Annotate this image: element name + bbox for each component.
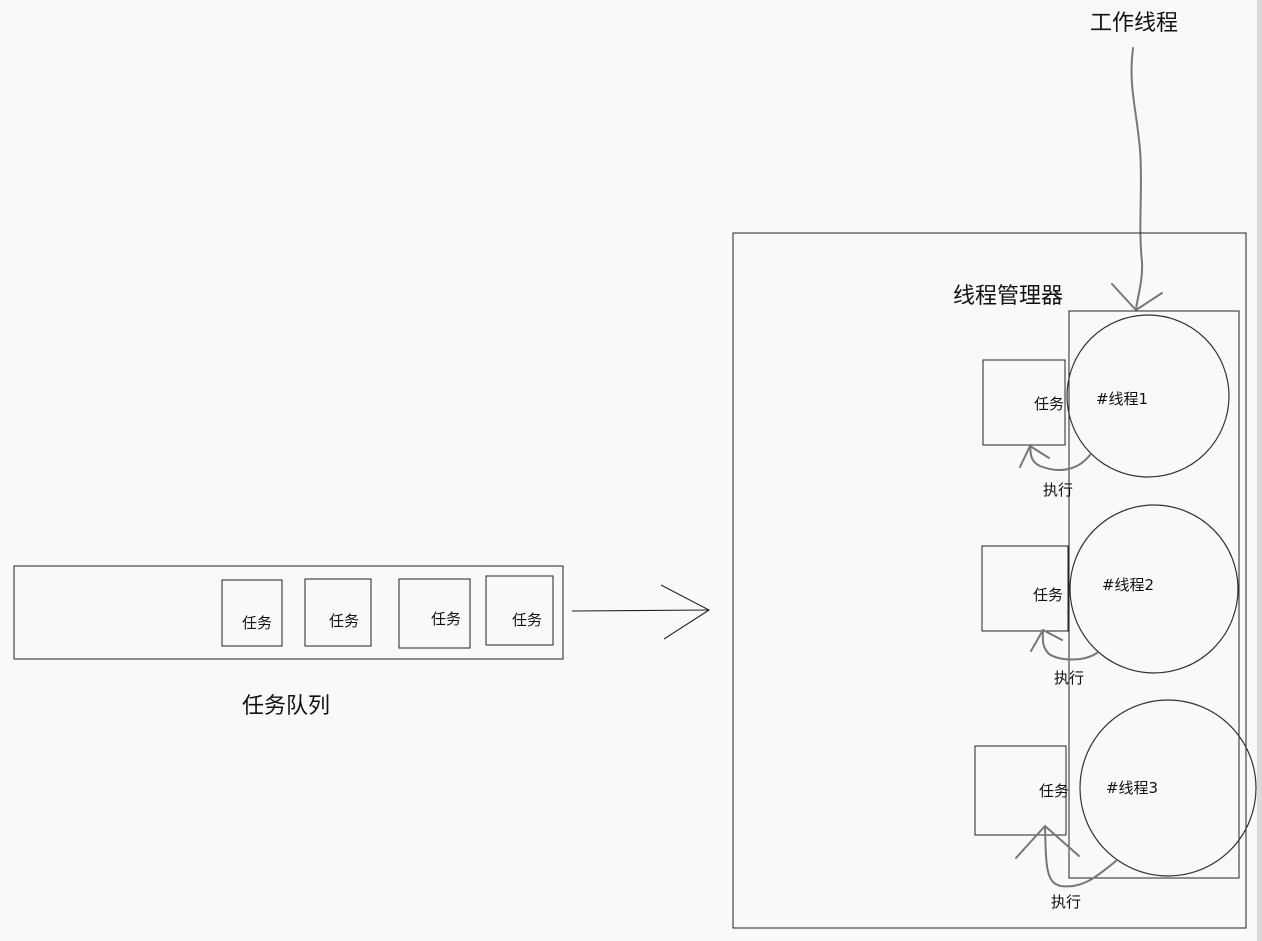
thread-2-circle <box>1069 504 1239 674</box>
thread-manager-label: 线程管理器 <box>953 284 1063 309</box>
thread-3-execute-label: 执行 <box>1051 893 1081 911</box>
queue-task-label-4: 任务 <box>512 611 542 629</box>
thread-3-execute-arrow <box>1044 825 1117 888</box>
thread-1-task-box <box>982 359 1066 446</box>
thread-1-execute-label: 执行 <box>1043 481 1073 499</box>
queue-task-box-1 <box>221 579 283 647</box>
queue-task-label-1: 任务 <box>242 614 272 632</box>
worker-thread-arrowhead-right <box>1135 292 1163 311</box>
worker-thread-arrow <box>1130 47 1144 310</box>
thread-2-execute-arrow <box>1041 629 1098 661</box>
queue-task-label-2: 任务 <box>329 612 359 630</box>
thread-2-execute-label: 执行 <box>1054 669 1084 687</box>
thread-2-execute-arrowhead <box>1030 629 1063 652</box>
thread-3-execute-arrowhead <box>1015 825 1080 859</box>
thread-1-execute-arrowhead <box>1019 445 1050 468</box>
thread-3-task-label: 任务 <box>1039 782 1069 800</box>
thread-1-circle <box>1066 314 1230 478</box>
task-queue-container <box>13 565 564 660</box>
queue-task-box-4 <box>485 575 554 646</box>
right-edge-strip <box>1257 0 1262 941</box>
thread-manager-container <box>732 232 1247 929</box>
task-queue-label: 任务队列 <box>242 694 330 719</box>
queue-task-box-3 <box>398 578 471 649</box>
thread-2-task-box <box>981 545 1069 632</box>
worker-thread-label: 工作线程 <box>1090 11 1178 36</box>
queue-task-label-3: 任务 <box>431 610 461 628</box>
thread-3-name-label: #线程3 <box>1106 779 1158 797</box>
thread-1-task-label: 任务 <box>1034 395 1064 413</box>
thread-pool-column <box>1068 310 1240 879</box>
thread-3-circle <box>1079 699 1257 877</box>
queue-to-manager-arrow <box>571 609 709 612</box>
queue-to-manager-arrowhead <box>660 584 711 640</box>
queue-task-box-2 <box>304 578 372 647</box>
thread-1-name-label: #线程1 <box>1096 390 1148 408</box>
thread-2-name-label: #线程2 <box>1102 576 1154 594</box>
thread-3-task-box <box>974 745 1067 836</box>
thread-1-execute-arrow <box>1029 445 1091 471</box>
worker-thread-arrowhead-left <box>1111 283 1136 310</box>
thread-2-task-label: 任务 <box>1033 586 1063 604</box>
